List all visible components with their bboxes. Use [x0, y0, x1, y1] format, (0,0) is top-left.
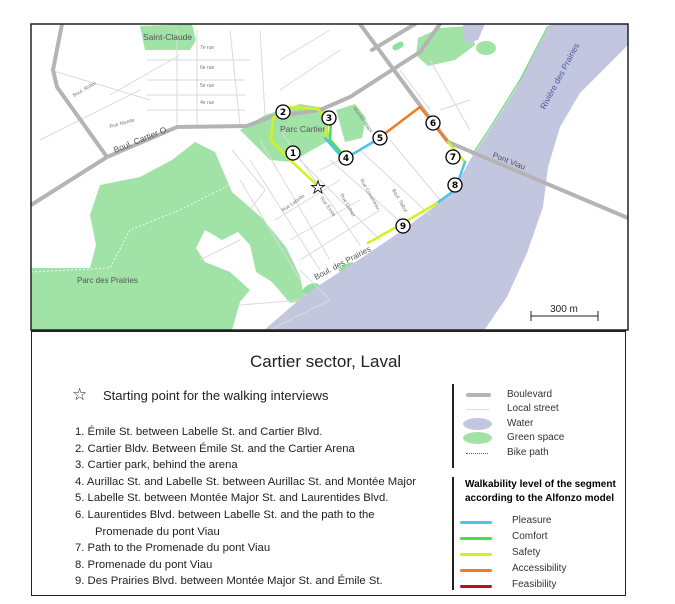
- boulevard-swatch: [466, 393, 491, 397]
- label-parc-des-prairies: Parc des Prairies: [77, 276, 138, 285]
- comfort-swatch: [460, 537, 492, 540]
- local-streets: [39, 29, 471, 330]
- park-east: [336, 104, 366, 142]
- segment-marker-3: 3: [321, 110, 337, 126]
- segment-marker-2: 2: [275, 104, 291, 120]
- segment-marker-1: 1: [285, 145, 301, 161]
- pleasure-swatch: [460, 521, 492, 524]
- key-feasibility: Feasibility: [512, 579, 557, 590]
- label-saint-claude: Saint-Claude: [143, 32, 192, 42]
- segment-1: [269, 116, 320, 188]
- segment-marker-6: 6: [425, 115, 441, 131]
- segment-marker-label: 3: [326, 114, 332, 124]
- walkability-heading-line: according to the Alfonzo model: [465, 493, 615, 504]
- star-icon: ☆: [72, 385, 88, 404]
- segment-list-item: 1. Émile St. between Labelle St. and Car…: [75, 426, 323, 438]
- key-local-street: Local street: [507, 403, 559, 414]
- saint-claude-park: [140, 24, 196, 50]
- segment-list-item: 6. Laurentides Blvd. between Labelle St.…: [75, 508, 375, 521]
- water-swatch: [463, 418, 492, 430]
- segment-marker-4: 4: [338, 150, 354, 166]
- key-boulevard: Boulevard: [507, 389, 553, 400]
- segment-list-item: 2. Cartier Bldv. Between Émile St. and t…: [75, 442, 355, 455]
- segment-marker-label: 8: [452, 181, 458, 191]
- segment-marker-label: 7: [450, 153, 456, 163]
- feasibility-swatch: [460, 585, 492, 588]
- segment-marker-label: 2: [280, 108, 286, 118]
- segment-list-item: 4. Aurillac St. and Labelle St. between …: [75, 475, 416, 488]
- label-parc-cartier: Parc Cartier: [280, 124, 326, 134]
- legend-divider: [452, 384, 454, 468]
- bike-path: [31, 181, 236, 273]
- segment-marker-label: 6: [430, 119, 436, 129]
- key-accessibility: Accessibility: [512, 563, 567, 574]
- safety-swatch: [460, 553, 492, 556]
- accessibility-swatch: [460, 569, 492, 572]
- legend-divider: [452, 477, 454, 590]
- segment-marker-9: 9: [395, 218, 411, 234]
- key-green-space: Green space: [507, 432, 565, 443]
- segment-marker-7: 7: [445, 149, 461, 165]
- legend-panel: [31, 330, 626, 596]
- key-bike-path: Bike path: [507, 447, 549, 458]
- svg-text:6e rue: 6e rue: [200, 65, 214, 71]
- key-comfort: Comfort: [512, 531, 548, 542]
- svg-text:7e rue: 7e rue: [200, 45, 214, 51]
- starting-point-star-icon: ★: [310, 178, 325, 197]
- water-river: [264, 24, 628, 330]
- segment-list-item: 7. Path to the Promenade du pont Viau: [75, 542, 271, 555]
- segment-marker-label: 9: [400, 222, 406, 232]
- scale-label: 300 m: [550, 304, 578, 315]
- map-title: Cartier sector, Laval: [250, 352, 402, 371]
- segment-marker-8: 8: [447, 177, 463, 193]
- walkability-heading-line: Walkability level of the segment: [465, 479, 616, 490]
- svg-text:5e rue: 5e rue: [200, 83, 214, 89]
- segment-list-item: 8. Promenade du pont Viau: [75, 558, 213, 571]
- segment-list-item: 5. Labelle St. between Montée Major St. …: [75, 492, 389, 505]
- segment-list-item: 3. Cartier park, behind the arena: [75, 459, 238, 472]
- parc-des-prairies: [31, 142, 305, 330]
- segment-4: [323, 136, 342, 157]
- key-water: Water: [507, 418, 534, 429]
- local-street-swatch: [466, 409, 489, 410]
- walkability-heading: Walkability level of the segment accordi…: [465, 478, 616, 506]
- segment-list-item: 9. Des Prairies Blvd. between Montée Maj…: [75, 575, 383, 588]
- segment-marker-label: 4: [343, 154, 349, 164]
- segment-list: 1. Émile St. between Labelle St. and Car…: [75, 424, 416, 590]
- segment-marker-5: 5: [372, 130, 388, 146]
- segment-3b: [328, 118, 348, 160]
- segment-list-item-continued: Promenade du pont Viau: [95, 525, 220, 538]
- svg-text:4e rue: 4e rue: [200, 100, 214, 106]
- green-space-swatch: [463, 432, 492, 444]
- key-safety: Safety: [512, 547, 541, 558]
- segment-6: [381, 105, 450, 144]
- segment-marker-label: 5: [377, 134, 383, 144]
- segment-marker-label: 1: [290, 149, 296, 159]
- bike-path-swatch: [466, 453, 488, 454]
- key-pleasure: Pleasure: [512, 515, 552, 526]
- scale-bar: [530, 311, 599, 321]
- start-point-label: Starting point for the walking interview…: [103, 388, 329, 403]
